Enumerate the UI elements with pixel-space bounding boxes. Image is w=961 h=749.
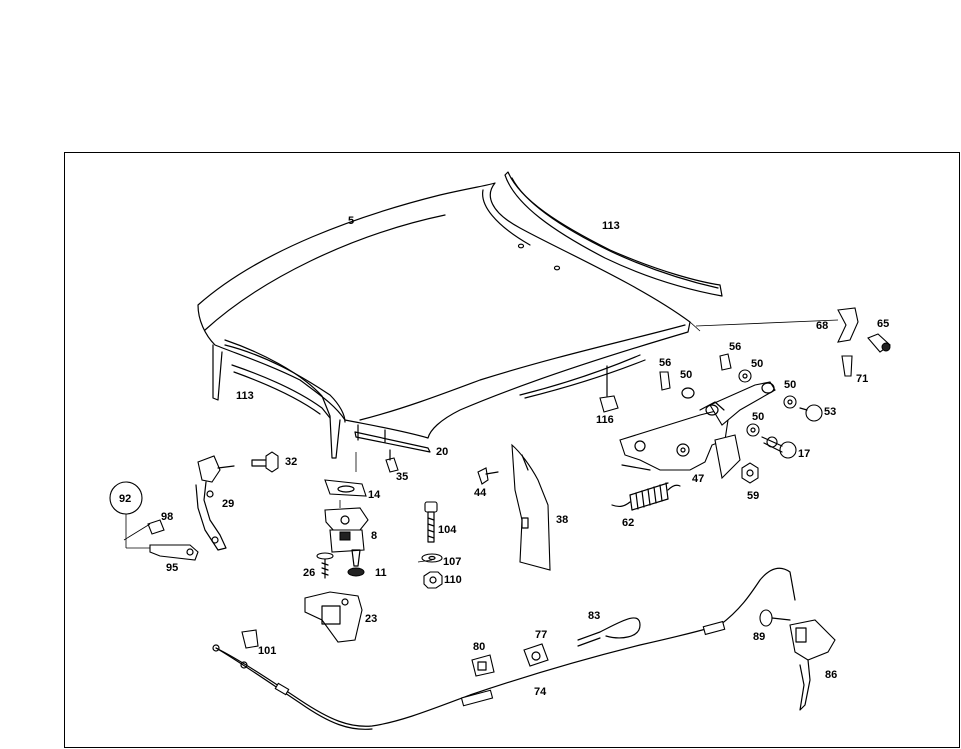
label-50-a: 50 — [751, 358, 763, 370]
label-110: 110 — [444, 574, 462, 586]
label-92: 92 — [119, 493, 131, 505]
label-62: 62 — [622, 517, 634, 529]
spring — [611, 482, 681, 511]
nut-59 — [741, 462, 759, 484]
clip-80 — [471, 654, 495, 677]
washer-107 — [421, 553, 443, 563]
clip-101 — [241, 629, 259, 649]
label-74: 74 — [534, 686, 547, 698]
label-53: 53 — [824, 406, 836, 418]
label-83: 83 — [588, 610, 600, 622]
screw-11 — [347, 549, 365, 577]
release-handle-86 — [789, 619, 836, 711]
lever-29 — [195, 455, 235, 551]
lock-23 — [304, 591, 363, 643]
clip-116 — [599, 365, 619, 413]
side-panel — [511, 443, 551, 571]
label-35: 35 — [396, 471, 408, 483]
diagram-frame — [64, 152, 960, 748]
label-113-left: 113 — [236, 390, 254, 402]
label-101: 101 — [258, 645, 276, 657]
label-80: 80 — [473, 641, 485, 653]
label-65: 65 — [877, 318, 889, 330]
label-95: 95 — [166, 562, 178, 574]
label-11: 11 — [375, 567, 387, 579]
label-89: 89 — [753, 631, 765, 643]
label-32: 32 — [285, 456, 297, 468]
seal-strip-top — [504, 171, 723, 297]
bolt-104 — [424, 501, 438, 543]
release-cable — [212, 567, 796, 730]
clip-77 — [523, 643, 549, 667]
label-44: 44 — [474, 487, 487, 499]
label-8: 8 — [371, 530, 377, 542]
nut-110 — [423, 571, 443, 589]
label-5: 5 — [348, 215, 354, 227]
label-17: 17 — [798, 448, 810, 460]
label-113-top: 113 — [602, 220, 620, 232]
bolt-32 — [251, 451, 279, 473]
label-104: 104 — [438, 524, 457, 536]
label-29: 29 — [222, 498, 234, 510]
label-98: 98 — [161, 511, 173, 523]
lock-8 — [324, 507, 369, 553]
pin-44 — [477, 467, 499, 485]
label-20: 20 — [436, 446, 448, 458]
leader-lines — [123, 452, 433, 563]
bracket-strip — [354, 424, 431, 453]
bolt-53 — [799, 404, 823, 422]
label-107: 107 — [443, 556, 461, 568]
label-86: 86 — [825, 669, 837, 681]
label-71: 71 — [856, 373, 868, 385]
label-56-a: 56 — [729, 341, 741, 353]
part-labels: 5 113 113 68 65 71 56 56 50 50 50 50 53 … — [119, 215, 889, 698]
strap-83 — [577, 617, 641, 647]
bracket-68 — [689, 307, 891, 377]
label-56-b: 56 — [659, 357, 671, 369]
label-14: 14 — [368, 489, 381, 501]
label-68: 68 — [816, 320, 828, 332]
hinge-assembly — [619, 381, 776, 480]
label-116: 116 — [596, 414, 614, 426]
group-92 — [109, 481, 199, 561]
bolt-17 — [761, 436, 797, 459]
clip-35 — [385, 449, 399, 473]
label-59: 59 — [747, 490, 759, 502]
label-50-b: 50 — [680, 369, 692, 381]
label-50-d: 50 — [752, 411, 764, 423]
clips-56 — [659, 353, 732, 391]
label-47: 47 — [692, 473, 704, 485]
bolt-89 — [759, 609, 791, 627]
lock-plate-14 — [324, 479, 367, 497]
hood-panel — [197, 182, 691, 459]
screw-26 — [316, 552, 334, 579]
label-23: 23 — [365, 613, 377, 625]
label-26: 26 — [303, 567, 315, 579]
label-38: 38 — [556, 514, 568, 526]
label-77: 77 — [535, 629, 547, 641]
label-50-c: 50 — [784, 379, 796, 391]
